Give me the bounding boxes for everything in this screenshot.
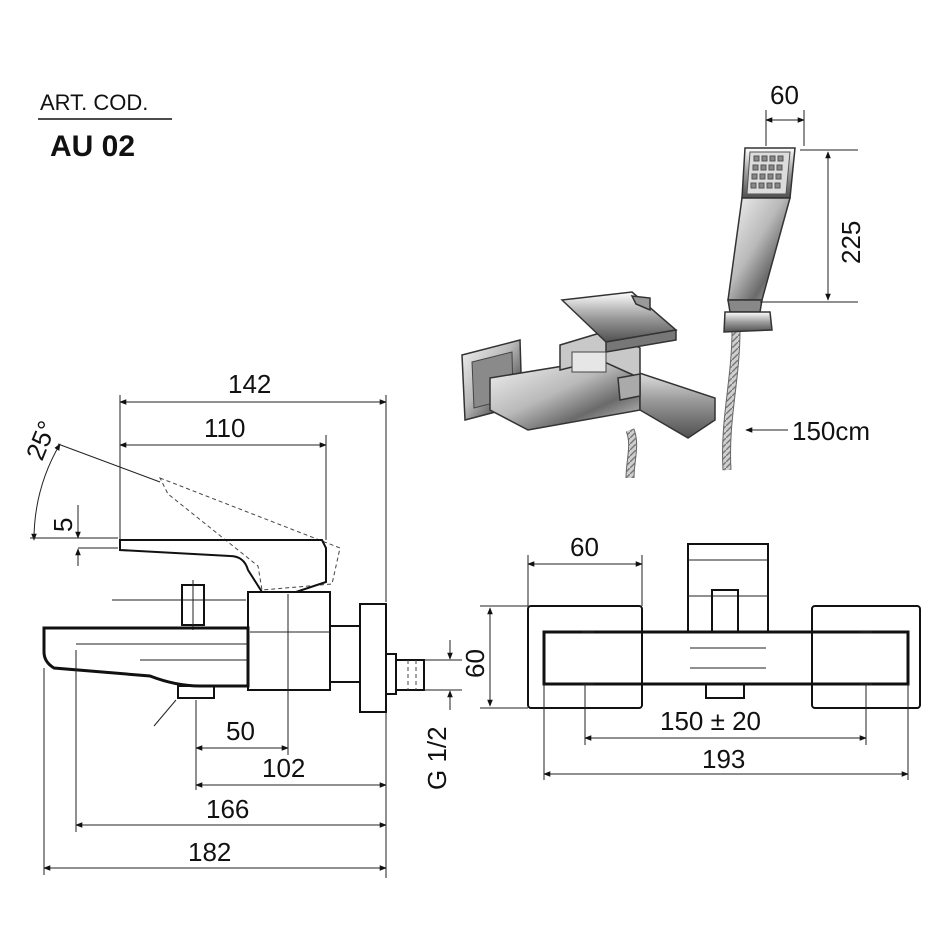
connection-size-label: G 1/2 xyxy=(422,726,452,790)
shower-hose xyxy=(625,329,741,479)
front-view: 60 60 150 ± 20 193 xyxy=(460,532,921,780)
side-view: 142 110 25° 5 xyxy=(20,369,462,878)
total-depth-label: 142 xyxy=(228,369,271,399)
hose-length-label: 150cm xyxy=(792,416,870,446)
front-diverter-outline xyxy=(711,589,739,633)
wall-flange-outline xyxy=(359,603,387,713)
spout-outlet-outline xyxy=(177,685,215,699)
handshower-length-label: 225 xyxy=(836,221,866,264)
shower-nozzle-grid xyxy=(750,155,784,189)
front-outlet-outline xyxy=(705,683,745,699)
spout-outlet-b-label: 102 xyxy=(262,753,305,783)
mixer-body-outline xyxy=(247,591,331,691)
spout-outlet-a-label: 50 xyxy=(226,716,255,746)
mixer-body-render xyxy=(489,291,716,439)
handshower xyxy=(723,147,796,333)
product-render xyxy=(461,147,796,479)
article-code-label: ART. COD. xyxy=(40,90,148,115)
center-distance-label: 150 ± 20 xyxy=(660,706,761,736)
front-block-width-label: 60 xyxy=(570,532,599,562)
spout-length-label: 166 xyxy=(206,794,249,824)
front-total-width-label: 193 xyxy=(702,744,745,774)
front-lever-outline xyxy=(687,543,769,633)
front-body-outline xyxy=(542,630,910,686)
article-code-block: ART. COD. AU 02 xyxy=(38,90,172,163)
article-code-value: AU 02 xyxy=(50,130,135,163)
handshower-width-label: 60 xyxy=(770,80,799,110)
handle-reach-label: 110 xyxy=(204,413,245,443)
lever-closed-outline xyxy=(119,539,327,593)
front-height-label: 60 xyxy=(460,649,490,678)
overall-length-label: 182 xyxy=(188,837,231,867)
connector-outline xyxy=(395,659,425,691)
handshower-dimensions: 60 225 150cm xyxy=(745,80,870,446)
spout-outline xyxy=(42,626,250,688)
lever-offset-label: 5 xyxy=(48,518,78,532)
lever-angle-label: 25° xyxy=(20,417,63,465)
